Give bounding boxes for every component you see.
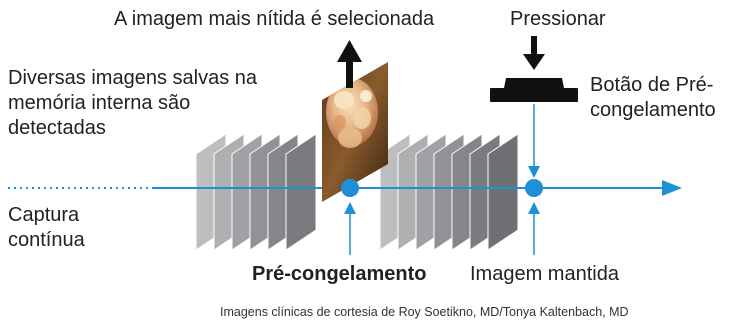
- frame: [487, 133, 519, 251]
- multiple-images-line-3: detectadas: [8, 117, 106, 139]
- prefreeze-caption: Pré-congelamento: [252, 263, 427, 285]
- capture-caption-line-1: Captura: [8, 204, 80, 226]
- button-caption-line-2: congelamento: [590, 99, 716, 121]
- selection-up-arrow: [337, 40, 362, 88]
- image-kept-point: [525, 179, 543, 197]
- timeline-arrowhead: [662, 180, 682, 196]
- image-kept-pointer-head: [528, 202, 540, 214]
- press-caption: Pressionar: [510, 8, 606, 30]
- press-down-arrow: [523, 36, 545, 70]
- multiple-images-line-1: Diversas imagens salvas na: [8, 67, 257, 89]
- selected-sharp-image: [322, 62, 388, 202]
- selected-image-caption: A imagem mais nítida é selecionada: [114, 8, 435, 30]
- image-credit: Imagens clínicas de cortesia de Roy Soet…: [220, 305, 629, 319]
- prefreeze-button-icon: [490, 78, 578, 102]
- frame: [285, 133, 317, 251]
- button-caption-line-1: Botão de Pré-: [590, 74, 714, 96]
- image-kept-caption: Imagem mantida: [470, 263, 619, 285]
- right-frame-stack: [379, 133, 519, 251]
- button-connector-head: [528, 166, 540, 178]
- multiple-images-line-2: memória interna são: [8, 92, 191, 114]
- capture-caption-line-2: contínua: [8, 229, 85, 251]
- prefreeze-pointer-head: [344, 202, 356, 214]
- left-frame-stack: [195, 133, 317, 251]
- prefreeze-point: [341, 179, 359, 197]
